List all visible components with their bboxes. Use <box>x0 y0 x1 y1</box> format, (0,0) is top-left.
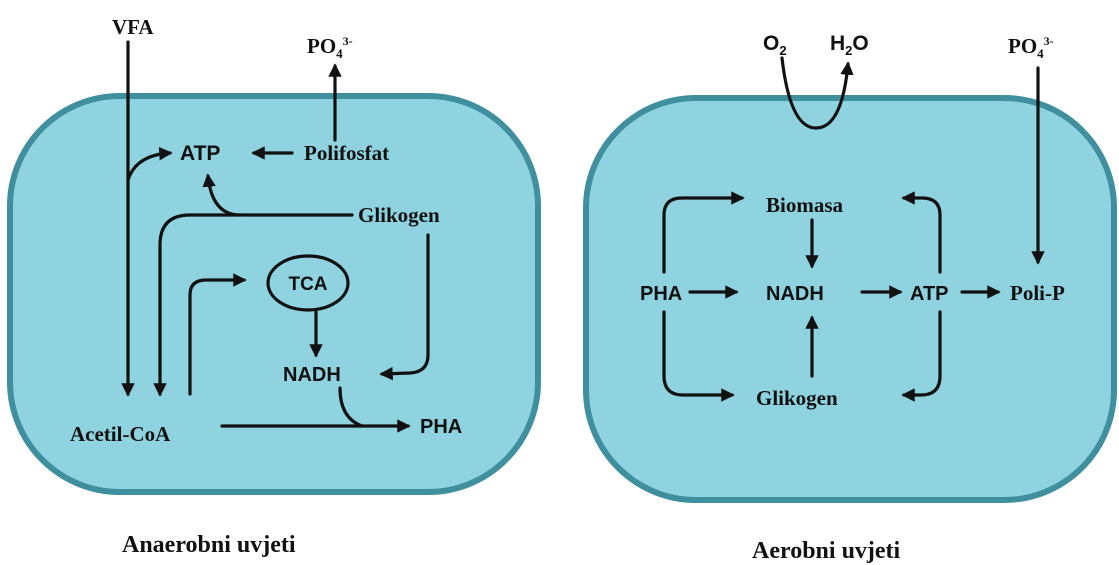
anaerobic-glikogen-label: Glikogen <box>358 203 440 227</box>
pha-to-glikogen-arrow <box>662 310 735 402</box>
aerobic-pha-label: PHA <box>640 283 682 305</box>
pha-to-biomasa-arrow <box>662 191 745 274</box>
aerobic-nadh-label: NADH <box>766 283 824 305</box>
aerobic-atp-label: ATP <box>910 283 949 305</box>
vfa-label: VFA <box>112 15 154 39</box>
glikogen-to-atp-arrow <box>202 173 242 217</box>
atp-to-biomasa-arrow <box>901 191 942 274</box>
anaerobic-caption: Anaerobni uvjeti <box>122 532 296 558</box>
aerobic-caption: Aerobni uvjeti <box>752 538 901 564</box>
biomasa-label: Biomasa <box>766 193 844 217</box>
anaerobic-cell <box>7 93 541 495</box>
nadh-to-pha-join <box>338 386 364 428</box>
water-label: H2O <box>830 32 869 58</box>
acetil-coa-to-tca-arrow <box>188 273 247 396</box>
oxygen-to-water-arrow <box>780 56 854 130</box>
anaerobic-nadh-label: NADH <box>283 364 341 386</box>
poli-p-label: Poli-P <box>1010 281 1065 305</box>
polifosfat-label: Polifosfat <box>304 141 389 165</box>
acetil-coa-label: Acetil-CoA <box>70 422 171 446</box>
aerobic-glikogen-label: Glikogen <box>756 386 838 410</box>
anaerobic-phosphate-label: PO43- <box>307 34 353 61</box>
atp-to-glikogen-arrow <box>901 310 942 402</box>
tca-label: TCA <box>288 274 327 295</box>
vfa-to-atp-arrow <box>126 146 173 182</box>
tca-cycle-circle <box>266 254 350 312</box>
glikogen-to-acetil-coa-arrow <box>153 213 354 397</box>
oxygen-label: O2 <box>763 32 787 58</box>
aerobic-phosphate-label: PO43- <box>1008 34 1054 61</box>
glikogen-to-nadh-arrow <box>379 233 430 381</box>
anaerobic-pha-label: PHA <box>420 416 462 438</box>
anaerobic-atp-label: ATP <box>180 142 220 165</box>
